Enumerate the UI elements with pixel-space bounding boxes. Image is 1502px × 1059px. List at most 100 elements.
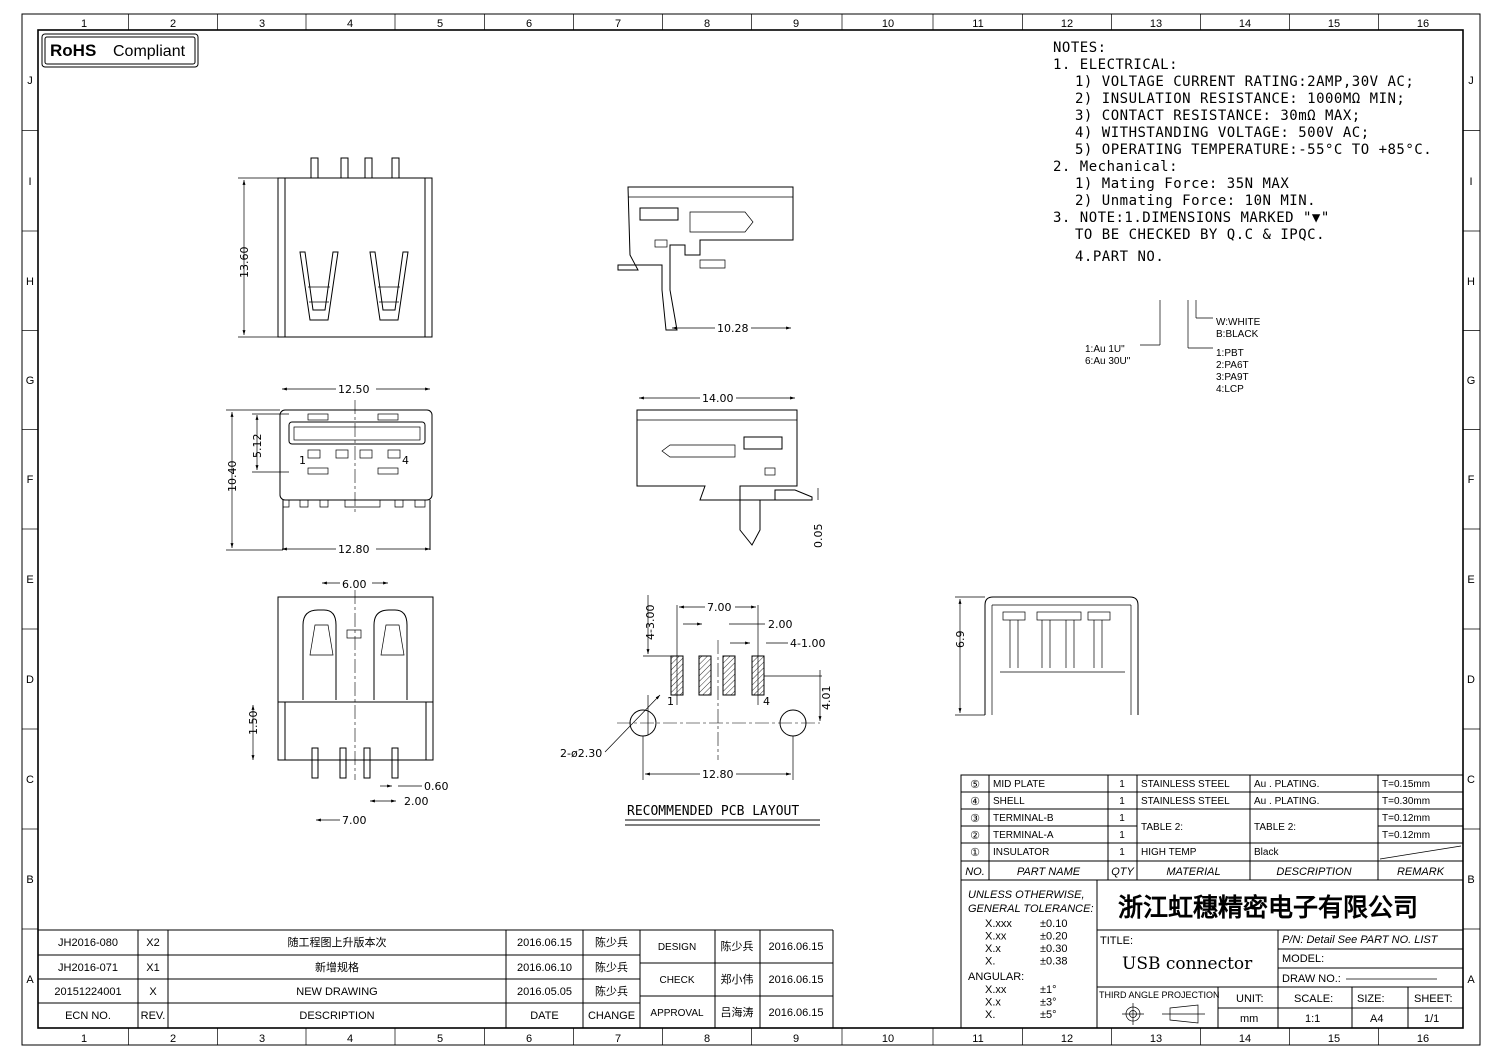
revision-rev: X2 [146, 937, 159, 949]
dim-front-height: 10.40 [226, 461, 239, 493]
tolerance-format: X. [985, 1009, 995, 1021]
note-line: 1) VOLTAGE CURRENT RATING:2AMP,30V AC; [1075, 74, 1414, 90]
zone-column: 1 [81, 18, 87, 30]
compliant-label: Compliant [113, 43, 186, 60]
bom-material: HIGH TEMP [1141, 847, 1197, 858]
revision-date: 2016.06.15 [517, 937, 572, 949]
notes: NOTES: 1. ELECTRICAL:1) VOLTAGE CURRENT … [1053, 40, 1432, 265]
zone-row: A [26, 974, 34, 986]
drawing-frame [21, 13, 1481, 1046]
bom-header: QTY [1111, 866, 1134, 878]
bom-no: ③ [970, 813, 980, 825]
zone-column: 2 [170, 18, 176, 30]
dim-bottom-pin-pitch: 2.00 [404, 795, 429, 808]
bom-material: STAINLESS STEEL [1141, 796, 1230, 807]
label: 1/1 [1424, 1013, 1439, 1025]
revision-description: 新增规格 [315, 960, 359, 974]
note-line: 2) INSULATION RESISTANCE: 1000MΩ MIN; [1075, 91, 1405, 107]
bom-remark: T=0.12mm [1382, 830, 1430, 841]
bom-part-name: INSULATOR [993, 847, 1049, 858]
zone-column: 13 [1150, 18, 1162, 30]
tolerance-format: X. [985, 956, 995, 968]
approval-role: APPROVAL [650, 1008, 704, 1019]
label: mm [1240, 1013, 1258, 1025]
label: W:WHITE [1216, 317, 1261, 328]
label: 3:PA9T [1216, 372, 1249, 383]
tolerance-format: X.xx [985, 984, 1007, 996]
zone-column: 6 [526, 1033, 532, 1045]
revision-ecn: 20151224001 [54, 986, 121, 998]
label: UNIT: [1236, 993, 1264, 1005]
bom-part-name: SHELL [993, 796, 1025, 807]
label: 6:Au 30U" [1085, 356, 1131, 367]
draw-no: DRAW NO.: [1282, 973, 1341, 985]
pcb-dim-pad-length: 4-3.00 [644, 605, 657, 640]
zone-column: 7 [615, 18, 621, 30]
label: SCALE: [1294, 993, 1333, 1005]
zone-column: 5 [437, 1033, 443, 1045]
revision-description: NEW DRAWING [296, 986, 377, 998]
notes-heading: NOTES: [1053, 40, 1107, 56]
rohs-badge: RoHS Compliant [41, 33, 199, 68]
zone-row: I [28, 176, 31, 188]
approval-name: 陈少兵 [721, 939, 754, 953]
top-view: 13.60 [238, 157, 433, 338]
label: 1:1 [1305, 1013, 1320, 1025]
note-line: 3) CONTACT RESISTANCE: 30mΩ MAX; [1075, 108, 1361, 124]
bom-qty: 1 [1119, 830, 1125, 841]
bom-no: ⑤ [970, 779, 980, 791]
dim-bottom-pin-width: 0.60 [424, 780, 449, 793]
dim-side2-offset: 0.05 [812, 524, 825, 549]
revision-ecn: JH2016-080 [58, 937, 118, 949]
revision-change: 陈少兵 [595, 984, 628, 998]
pcb-dim-row-offset: 4.01 [820, 686, 833, 711]
tolerance-value: ±0.20 [1040, 931, 1067, 943]
zone-row: D [1467, 674, 1475, 686]
bom-remark: T=0.15mm [1382, 779, 1430, 790]
zone-column: 3 [259, 18, 265, 30]
note-line: 4) WITHSTANDING VOLTAGE: 500V AC; [1075, 125, 1370, 141]
zone-row: F [27, 474, 34, 486]
zone-column: 4 [347, 1033, 353, 1045]
bom-description: TABLE 2: [1254, 822, 1296, 833]
angular-label: ANGULAR: [968, 971, 1024, 983]
zone-column: 14 [1239, 1033, 1251, 1045]
zone-column: 4 [347, 18, 353, 30]
zone-column: 12 [1061, 1033, 1073, 1045]
pcb-dim-pad-span: 7.00 [707, 601, 732, 614]
zone-row: B [1467, 874, 1474, 886]
revision-header: DESCRIPTION [299, 1010, 374, 1022]
bottom-view: 6.00 7.00 2.00 0.60 1.50 [247, 576, 449, 827]
zone-column: 5 [437, 18, 443, 30]
zone-column: 8 [704, 1033, 710, 1045]
zone-column: 9 [793, 18, 799, 30]
bom-description: Au . PLATING. [1254, 796, 1319, 807]
label: 4:LCP [1216, 384, 1244, 395]
tolerance-value: ±1° [1040, 984, 1057, 996]
note-line: 1. ELECTRICAL: [1053, 57, 1178, 73]
zone-row: E [26, 574, 33, 586]
rear-view: 6.9 [954, 596, 1139, 716]
revision-description: 随工程图上升版本次 [288, 935, 387, 949]
revision-ecn: JH2016-071 [58, 962, 118, 974]
revision-rev: X [149, 986, 157, 998]
note-line: 5) OPERATING TEMPERATURE:-55°C TO +85°C. [1075, 142, 1432, 158]
revision-header: DATE [530, 1010, 559, 1022]
zone-column: 12 [1061, 18, 1073, 30]
pcb-layout-title: RECOMMENDED PCB LAYOUT [627, 804, 799, 819]
bom-description: Au . PLATING. [1254, 779, 1319, 790]
zone-column: 10 [882, 18, 894, 30]
note-line: 3. NOTE:1.DIMENSIONS MARKED "▼" [1053, 210, 1330, 226]
dim-bottom-height: 1.50 [247, 711, 260, 736]
note-line: 2) Unmating Force: 10N MIN. [1075, 193, 1316, 209]
revision-rev: X1 [146, 962, 159, 974]
zone-markers: 1122334455667788991010111112121313141415… [22, 14, 1480, 1045]
zone-row: I [1469, 176, 1472, 188]
approval-date: 2016.06.15 [768, 941, 823, 953]
side-view-lower: 14.00 0.05 [636, 391, 825, 549]
dim-side-length: 10.28 [717, 322, 749, 335]
rohs-label: RoHS [50, 41, 96, 60]
pin-1-label: 1 [299, 454, 306, 467]
dim-bottom-width: 6.00 [342, 578, 367, 591]
